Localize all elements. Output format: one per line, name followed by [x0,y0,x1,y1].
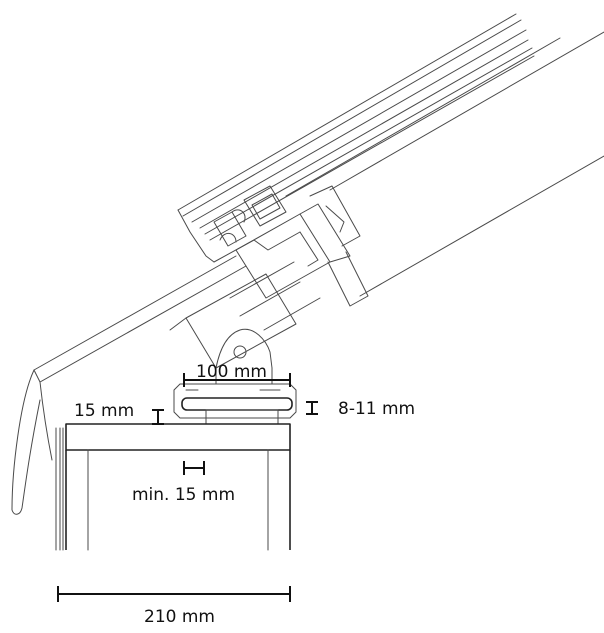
frame-profile-block [185,185,369,369]
label-8-11mm: 8-11 mm [338,399,415,419]
wall-beam [55,423,291,551]
roof-rafter [11,255,247,515]
dimension-8-11mm: 8-11 mm [306,399,415,419]
roof-glazing-profile [177,13,604,297]
dimension-min-15mm: min. 15 mm [132,461,235,505]
dimension-210mm: 210 mm [57,586,291,627]
label-210mm: 210 mm [144,607,215,627]
dimension-100mm: 100 mm [183,362,291,387]
label-100mm: 100 mm [196,362,267,382]
label-15mm: 15 mm [74,401,134,421]
label-min-15mm: min. 15 mm [132,485,235,505]
dimension-15mm: 15 mm [74,401,164,425]
